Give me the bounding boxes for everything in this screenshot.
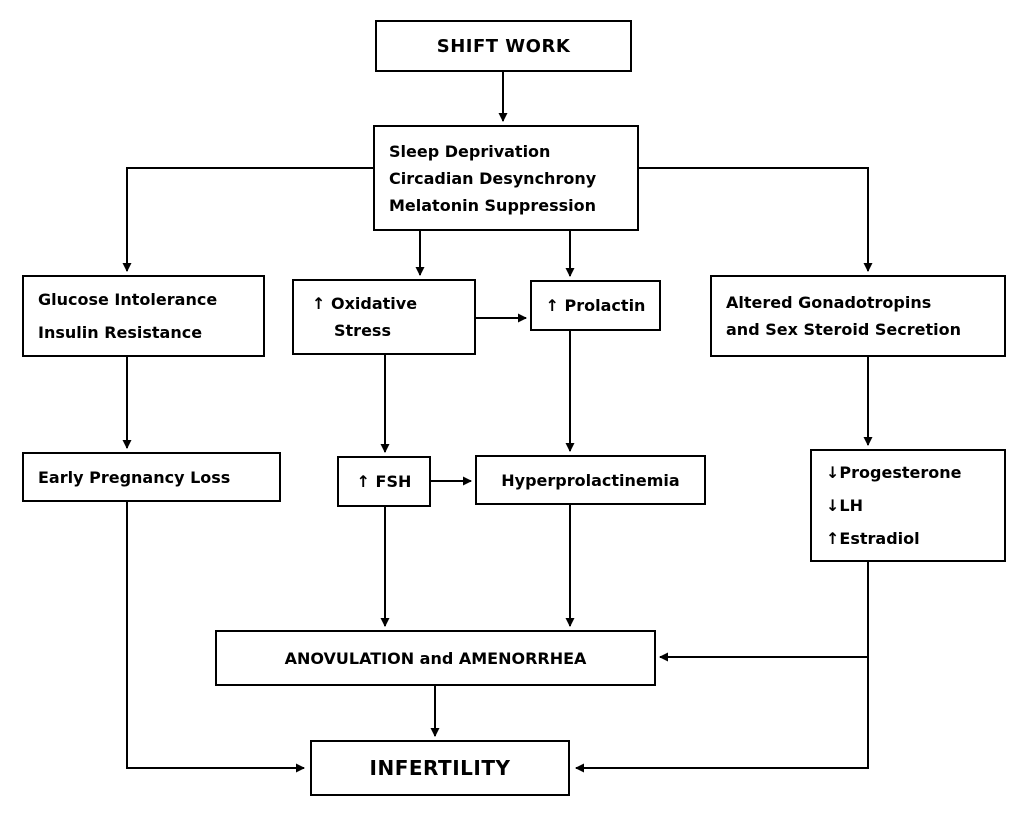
node-gonadotropins-line-1: Altered Gonadotropins (726, 293, 932, 312)
node-infertility: INFERTILITY (310, 740, 570, 796)
node-glucose-line-2: Insulin Resistance (38, 323, 203, 342)
node-oxidative-line-1: ↑ Oxidative (312, 294, 418, 313)
node-early-pregnancy-loss: Early Pregnancy Loss (22, 452, 281, 502)
node-altered-gonadotropins: Altered Gonadotropins and Sex Steroid Se… (710, 275, 1006, 357)
node-shift-work-label: SHIFT WORK (436, 35, 571, 57)
node-infertility-label: INFERTILITY (369, 755, 511, 780)
node-prolactin: ↑ Prolactin (530, 280, 661, 331)
node-gonadotropins-line-2: and Sex Steroid Secretion (726, 320, 962, 339)
node-sleep-line-3: Melatonin Suppression (389, 195, 597, 215)
node-sleep-deprivation: Sleep Deprivation Circadian Desynchrony … (373, 125, 639, 231)
node-shift-work: SHIFT WORK (375, 20, 632, 72)
node-sleep-line-2: Circadian Desynchrony (389, 168, 597, 188)
node-oxidative-stress: ↑ Oxidative Stress (292, 279, 476, 355)
node-sleep-line-1: Sleep Deprivation (389, 141, 551, 161)
node-glucose-line-1: Glucose Intolerance (38, 290, 218, 309)
node-hormones-line-3: ↑Estradiol (826, 529, 920, 548)
node-fsh: ↑ FSH (337, 456, 431, 507)
node-early-pregnancy-loss-label: Early Pregnancy Loss (38, 467, 231, 487)
node-hyperprolactinemia-label: Hyperprolactinemia (501, 470, 680, 490)
node-sex-hormones: ↓Progesterone ↓LH ↑Estradiol (810, 449, 1006, 562)
node-anovulation-label: ANOVULATION and AMENORRHEA (284, 648, 587, 668)
node-hyperprolactinemia: Hyperprolactinemia (475, 455, 706, 505)
node-fsh-label: ↑ FSH (356, 472, 412, 491)
node-hormones-line-2: ↓LH (826, 496, 863, 515)
node-prolactin-label: ↑ Prolactin (545, 296, 646, 315)
node-oxidative-line-2: Stress (334, 321, 391, 340)
node-anovulation-amenorrhea: ANOVULATION and AMENORRHEA (215, 630, 656, 686)
node-glucose-intolerance: Glucose Intolerance Insulin Resistance (22, 275, 265, 357)
node-hormones-line-1: ↓Progesterone (826, 463, 962, 482)
